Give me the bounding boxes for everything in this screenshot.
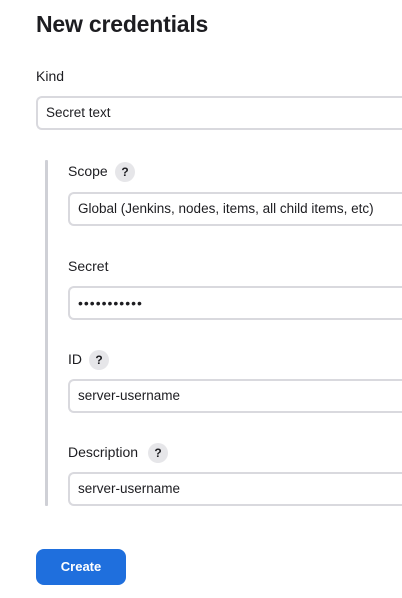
description-help-icon[interactable]: ? [148,443,168,463]
secret-label: Secret [68,258,109,274]
page-title: New credentials [36,11,209,37]
scope-select[interactable]: Global (Jenkins, nodes, items, all child… [68,192,402,226]
id-input[interactable]: server-username [68,379,402,413]
secret-input[interactable]: ••••••••••• [68,286,402,320]
id-label: ID [68,351,82,367]
scope-label: Scope [68,163,108,179]
id-help-icon[interactable]: ? [89,350,109,370]
kind-select[interactable]: Secret text [36,96,402,130]
nested-section-bar [45,160,48,506]
kind-label: Kind [36,68,65,84]
scope-help-icon[interactable]: ? [115,162,135,182]
description-label: Description [68,444,139,460]
create-button[interactable]: Create [36,549,126,585]
description-input[interactable]: server-username [68,472,402,506]
